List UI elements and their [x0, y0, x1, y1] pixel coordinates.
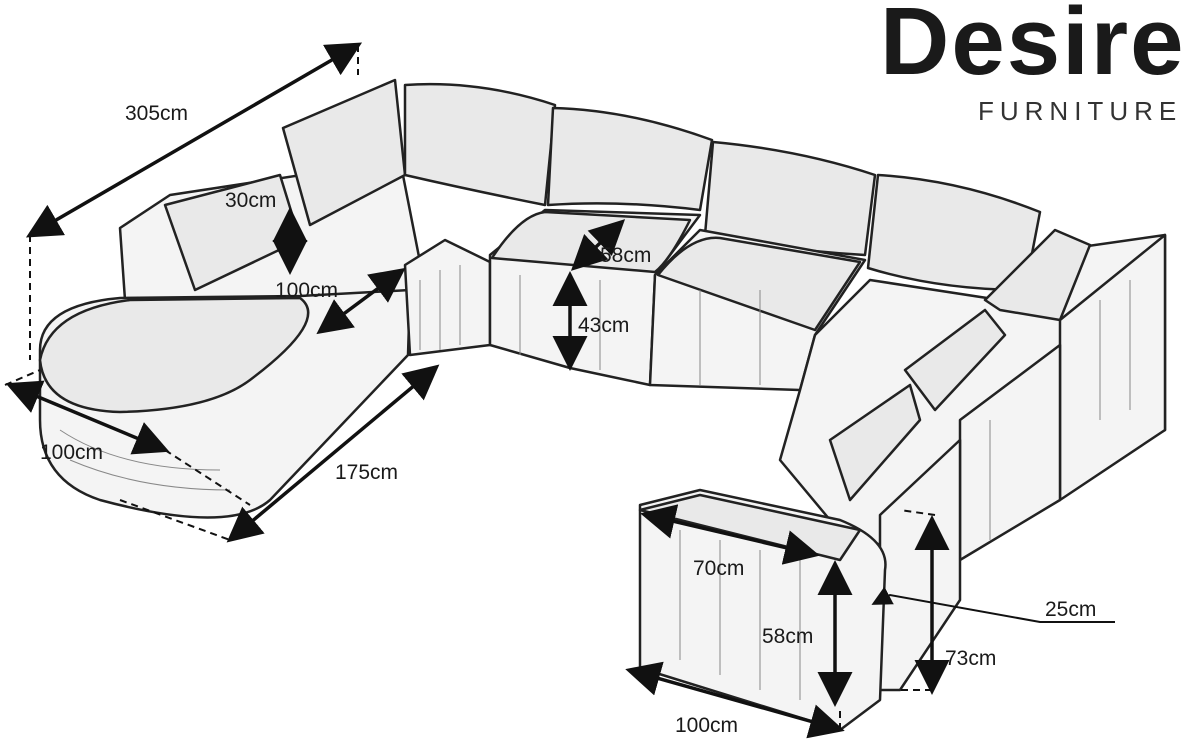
- arrow-305: [25, 42, 363, 238]
- arrow-100-end: [625, 661, 845, 739]
- label-70: 70cm: [693, 557, 744, 580]
- arrow-100-chaise: [5, 380, 170, 455]
- arrow-175: [226, 364, 440, 543]
- arrow-58-depth: [570, 219, 626, 271]
- arrow-100-seat: [316, 267, 406, 335]
- label-30: 30cm: [225, 189, 276, 212]
- label-58-arm: 58cm: [762, 625, 813, 648]
- label-175: 175cm: [335, 461, 398, 484]
- label-43: 43cm: [578, 314, 629, 337]
- label-100-end: 100cm: [675, 714, 738, 737]
- label-100-chaise: 100cm: [40, 441, 103, 464]
- logo-text: Desire: [880, 0, 1186, 95]
- label-73: 73cm: [945, 647, 996, 670]
- logo-tagline: FURNITURE: [978, 96, 1182, 126]
- label-25: 25cm: [1045, 598, 1096, 621]
- label-100-seat: 100cm: [275, 279, 338, 302]
- leader-25: [871, 586, 1115, 623]
- arrow-70: [640, 504, 820, 565]
- brand-logo: FURNITURE: [978, 96, 1182, 126]
- sofa-sketch: [38, 78, 1167, 732]
- dimension-arrows: [5, 42, 1115, 739]
- label-58-depth: 58cm: [600, 244, 651, 267]
- label-305: 305cm: [125, 102, 188, 125]
